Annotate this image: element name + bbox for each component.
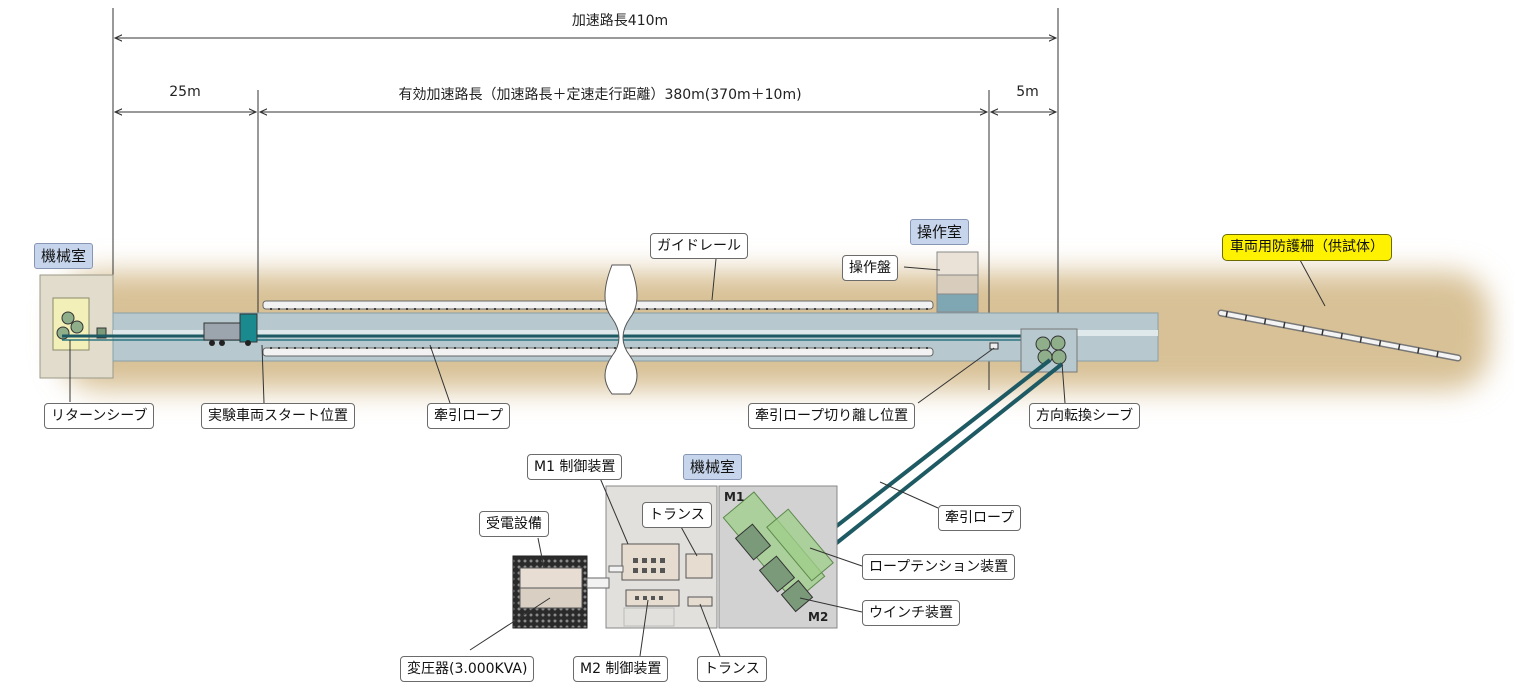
operation-room-label: 操作室: [910, 219, 970, 245]
dimension-total: 加速路長410m: [571, 13, 669, 29]
tow-rope-bottom-label: 牽引ロープ: [938, 505, 1022, 531]
guide-rail-label: ガイドレール: [650, 233, 748, 259]
power-receiving-facility: [512, 555, 624, 629]
transformer-bottom-label: トランス: [697, 656, 767, 682]
machine-room-bottom-label: 機械室: [683, 454, 743, 480]
operation-room-building: [936, 251, 979, 313]
winch-label: ウインチ装置: [862, 600, 960, 626]
test-fence: [1217, 309, 1462, 362]
test-vehicle-truck: [203, 313, 258, 346]
m1-controller-label: M1 制御装置: [527, 454, 623, 480]
left-machine-building: [39, 274, 114, 379]
machine-room-left-label: 機械室: [34, 243, 94, 269]
guide-rail-upper: [262, 300, 934, 310]
m2-controller-label: M2 制御装置: [573, 656, 669, 682]
start-position-label: 実験車両スタート位置: [201, 403, 355, 429]
control-panel-label: 操作盤: [842, 255, 898, 281]
guide-rail-lower: [262, 347, 934, 357]
winch-equipment: [722, 491, 834, 613]
return-sheave-label: リターンシーブ: [44, 403, 155, 429]
dimension-left: 25m: [169, 84, 201, 100]
dimension-right: 5m: [1016, 84, 1039, 100]
rope-release-position-label: 牽引ロープ切り離し位置: [748, 403, 916, 429]
direction-sheave-label: 方向転換シーブ: [1029, 403, 1141, 429]
main-transformer-label: 変圧器(3.000KVA): [400, 656, 535, 682]
test-fence-label: 車両用防護柵（供試体）: [1222, 234, 1392, 261]
tow-rope-top-label: 牽引ロープ: [427, 403, 511, 429]
direction-sheave-box: [1020, 328, 1078, 373]
leader-lines: [69, 258, 1326, 657]
m1-marker: M1: [724, 490, 745, 504]
power-receiving-label: 受電設備: [479, 511, 549, 537]
dimension-effective: 有効加速路長（加速路長＋定速走行距離）380m(370m＋10m): [398, 87, 802, 103]
m2-marker: M2: [808, 610, 829, 624]
rope-release-marker: [989, 342, 999, 350]
transformer-top-label: トランス: [642, 502, 712, 528]
break-mark: [604, 264, 638, 395]
rope-tension-label: ロープテンション装置: [862, 554, 1016, 580]
